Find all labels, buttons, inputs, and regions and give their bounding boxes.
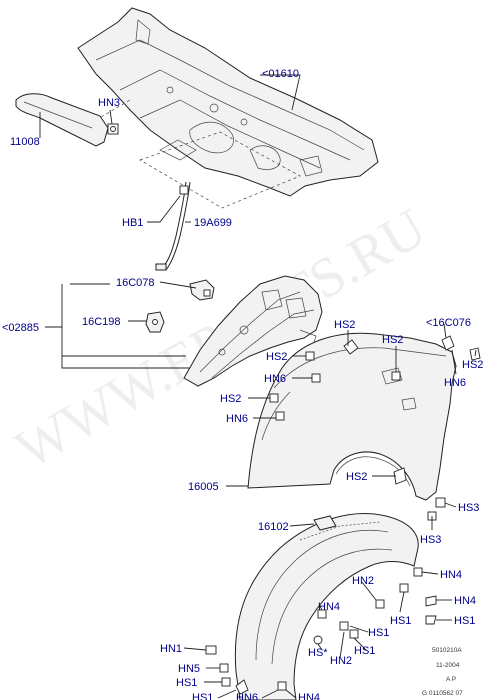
callout-hs1-e: HS1 <box>176 677 197 689</box>
callout-hn2-b: HN2 <box>330 655 352 667</box>
callout-hn4-b: HN4 <box>454 595 476 607</box>
callout-hn2-a: HN2 <box>352 575 374 587</box>
callout-hn6-c: HN6 <box>444 377 466 389</box>
bracket-16c198-drawing <box>145 311 165 333</box>
apron-drawing <box>183 275 323 387</box>
callout-16c076: <16C076 <box>426 317 471 329</box>
dash-panel-drawing <box>77 7 379 209</box>
callout-hs1-c: HS1 <box>368 627 389 639</box>
reference-code: 5010210A <box>432 647 462 654</box>
callout-hb1: HB1 <box>122 217 143 229</box>
callout-hs2-f: HS2 <box>346 471 367 483</box>
callout-hs2-b: HS2 <box>266 351 287 363</box>
callout-16005: 16005 <box>188 481 219 493</box>
callout-labels: <01610 HN3 11008 HB1 19A699 16C078 <0288… <box>2 68 483 700</box>
bracket-11008-drawing <box>15 93 109 147</box>
callout-16c198: 16C198 <box>82 316 121 328</box>
fender-fasteners <box>269 335 481 521</box>
callout-hs1-b: HS1 <box>454 615 475 627</box>
callout-hn1: HN1 <box>160 643 182 655</box>
callout-hn4-d: HN4 <box>298 692 320 700</box>
callout-19a699: 19A699 <box>194 217 232 229</box>
callout-hn5: HN5 <box>178 663 200 675</box>
callout-11008: 11008 <box>10 136 40 148</box>
callout-01610: <01610 <box>262 68 299 80</box>
leader-lines <box>39 74 477 699</box>
callout-16102: 16102 <box>258 521 289 533</box>
callout-hn6-d: HN6 <box>236 692 258 700</box>
callout-hs1-f: HS1 <box>192 692 213 700</box>
callout-hs2-c: HS2 <box>220 393 241 405</box>
callout-hn4-c: HN4 <box>318 601 340 613</box>
callout-hs2-a: HS2 <box>334 319 355 331</box>
reference-ap: A P <box>446 676 456 683</box>
callout-hs3-b: HS3 <box>420 534 441 546</box>
callout-hn6-a: HN6 <box>264 373 286 385</box>
callout-hs2-e: HS2 <box>462 359 483 371</box>
callout-hs2-d: HS2 <box>382 334 403 346</box>
wheel-arch-liner-drawing <box>234 513 419 700</box>
callout-hs1-a: HS1 <box>390 615 411 627</box>
fender-drawing <box>247 332 457 501</box>
bracket-16c078-drawing <box>189 279 215 301</box>
callout-hs-star: HS* <box>308 647 328 659</box>
callout-16c078: 16C078 <box>116 277 155 289</box>
callout-hn3: HN3 <box>98 97 120 109</box>
reference-date: 11-2004 <box>436 662 460 669</box>
hn3-fastener <box>107 123 119 135</box>
reference-sheet: G 0110562 07 <box>422 690 463 697</box>
harness-19a699-drawing <box>155 181 191 271</box>
callout-02885: <02885 <box>2 322 39 334</box>
liner-fasteners <box>205 567 437 695</box>
callout-hn6-b: HN6 <box>226 413 248 425</box>
callout-hs3-a: HS3 <box>458 502 479 514</box>
callout-hs1-d: HS1 <box>354 645 375 657</box>
reference-block: 5010210A 11-2004 A P G 0110562 07 <box>422 647 463 697</box>
callout-hn4-a: HN4 <box>440 569 462 581</box>
